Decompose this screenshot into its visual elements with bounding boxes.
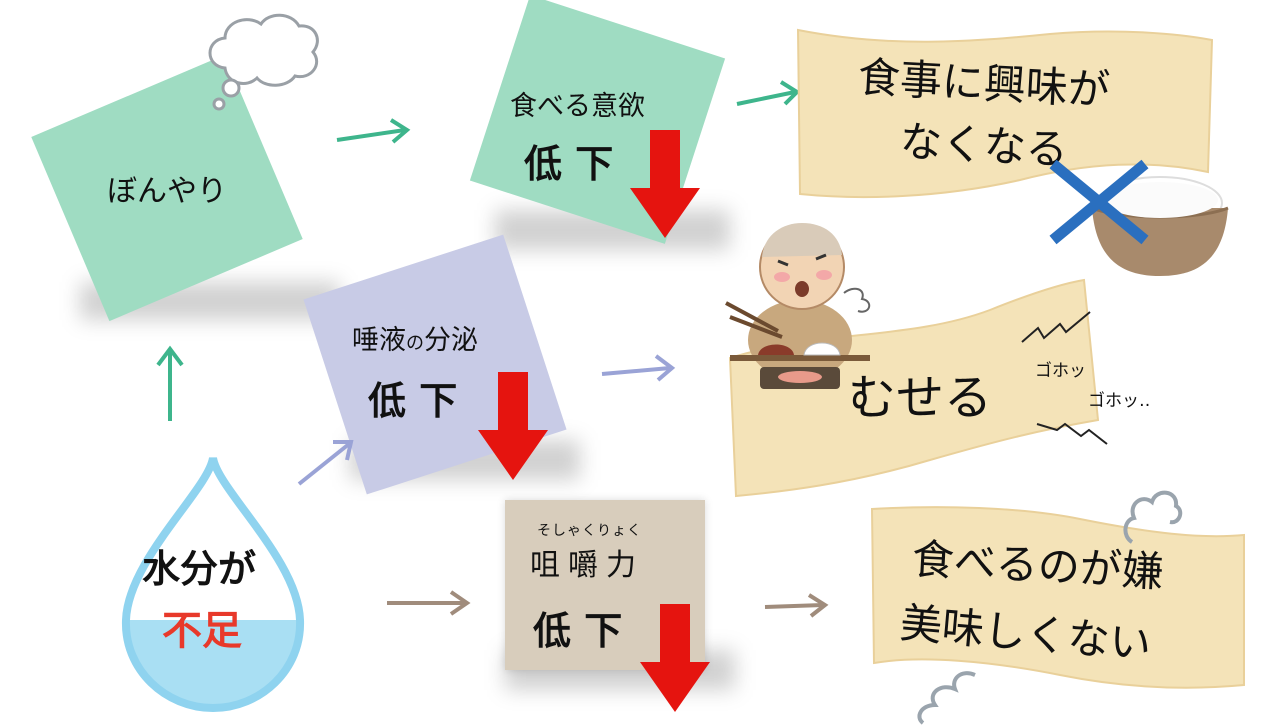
appetite-label: 食べる意欲 <box>510 91 645 122</box>
arrow-drop-to-saliva <box>297 440 354 486</box>
saliva-label-no: の <box>406 333 424 354</box>
water-drop-icon <box>121 456 305 713</box>
arrow-chewing-to-dislike <box>764 593 829 618</box>
saliva-sub: 低 下 <box>368 379 458 423</box>
drop-line2: 不足 <box>162 608 242 654</box>
interest-line2: なくなる <box>898 116 1070 175</box>
chewing-ruby: そしゃくりょく <box>537 523 642 539</box>
steam-puff-bottom-icon <box>917 671 976 725</box>
cough-line-top <box>1021 311 1091 343</box>
saliva-label-rest: 分泌 <box>424 325 478 356</box>
scroll-interest <box>796 28 1214 199</box>
arrow-drop-to-chewing <box>387 590 471 616</box>
chewing-down-arrow <box>640 604 710 712</box>
saliva-down-arrow <box>478 372 548 480</box>
elderly-man-coughing-icon <box>725 223 871 389</box>
drop-line1: 水分が <box>142 547 257 591</box>
arrow-appetite-to-interest <box>736 80 801 106</box>
arrow-drop-to-bonyari <box>156 345 184 421</box>
appetite-sub: 低 下 <box>524 142 614 186</box>
scroll-dislike <box>870 506 1245 689</box>
choke-sound1: ゴホッ <box>1035 361 1086 381</box>
arrow-bonyari-to-appetite <box>336 118 411 144</box>
chewing-label: 咀嚼力 <box>530 548 644 583</box>
chewing-sub: 低 下 <box>533 609 623 653</box>
choke-sound2: ゴホッ‥ <box>1088 391 1151 411</box>
arrow-saliva-to-choke <box>601 354 676 382</box>
thought-bubble-icon <box>208 13 319 111</box>
bonyari-label: ぼんやり <box>107 174 227 209</box>
steam-puff-top-icon <box>1123 490 1183 544</box>
saliva-label-main: 唾液 <box>352 325 406 356</box>
choke-label: むせる <box>848 370 993 426</box>
scroll-choke <box>728 278 1100 498</box>
cross-icon <box>1049 159 1149 245</box>
appetite-down-arrow <box>630 130 700 238</box>
saliva-label: 唾液の分泌 <box>352 318 478 357</box>
cough-line-bottom <box>1036 422 1108 445</box>
